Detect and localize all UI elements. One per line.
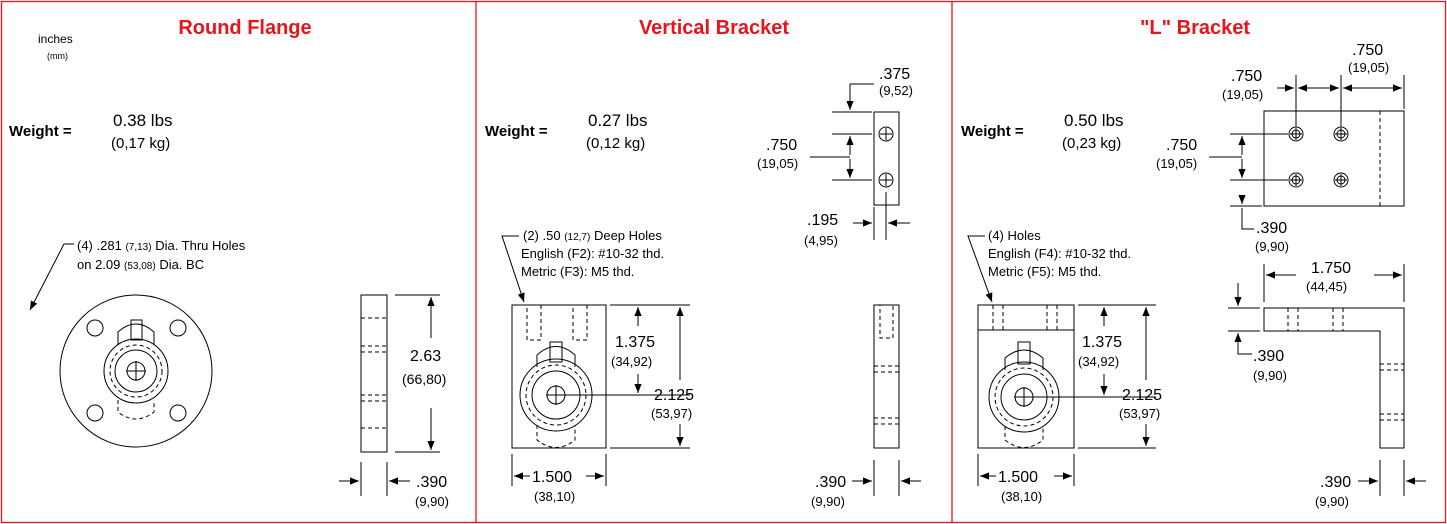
panel-vertical-bracket: Vertical Bracket Weight = 0.27 lbs (0,12… <box>485 17 921 509</box>
l-bracket-front-view <box>977 304 1075 449</box>
dim-length-mm: (44,45) <box>1306 279 1347 294</box>
weight-kg: (0,23 kg) <box>1062 135 1121 152</box>
dim-leg-thickness: .390 <box>1253 348 1284 365</box>
hole-note-line2: on 2.09 (53,08) Dia. BC <box>77 257 204 272</box>
dim-thickness: .390 <box>1320 474 1351 491</box>
hole-note-line1: (4) .281 (7,13) Dia. Thru Holes <box>77 238 246 253</box>
weight-label: Weight = <box>485 123 548 140</box>
dim-thickness-mm: (9,90) <box>415 494 449 509</box>
hole-note-line1: (4) Holes <box>988 228 1041 243</box>
panel-title: "L" Bracket <box>1140 17 1250 39</box>
dim-leg-thickness-mm: (9,90) <box>1253 368 1287 383</box>
leader-line <box>967 235 993 303</box>
dim-hole-spacing-b-mm: (19,05) <box>1348 60 1389 75</box>
hole-note-line1: (2) .50 (12,7) Deep Holes <box>523 228 662 243</box>
dim-hole-spacing-mm: (19,05) <box>757 156 798 171</box>
dim-hole-spacing: .750 <box>766 137 797 154</box>
dim-height-mm: (53,97) <box>651 406 692 421</box>
dim-side-offset-mm: (4,95) <box>804 233 838 248</box>
l-bracket-side-view <box>1263 307 1405 449</box>
weight-lbs: 0.27 lbs <box>588 111 648 130</box>
dim-width-mm: (38,10) <box>1001 489 1042 504</box>
dim-height: 2.63 <box>410 348 441 365</box>
dim-height-mm: (53,97) <box>1119 406 1160 421</box>
weight-lbs: 0.50 lbs <box>1064 111 1124 130</box>
hole-note-line3: Metric (F3): M5 thd. <box>521 264 634 279</box>
dim-edge-offset: .390 <box>1256 220 1287 237</box>
leader-line <box>501 235 525 303</box>
weight-label: Weight = <box>961 123 1024 140</box>
weight-kg: (0,17 kg) <box>111 135 170 152</box>
dim-top-offset-mm: (9,52) <box>879 83 913 98</box>
weight-label: Weight = <box>9 123 72 140</box>
bracket-front-view <box>511 304 607 449</box>
leader-line <box>29 243 74 311</box>
dim-width: 1.500 <box>998 469 1038 486</box>
dim-thickness-mm: (9,90) <box>811 494 845 509</box>
hole-note-line2: English (F4): #10-32 thd. <box>988 246 1131 261</box>
dim-bore-height: 1.375 <box>1082 334 1122 351</box>
flange-side-view: 2.63 (66,80) .390 (9,90) <box>339 294 449 509</box>
dim-hole-spacing-a: .750 <box>1231 68 1262 85</box>
flange-front-view <box>59 294 213 448</box>
dim-height-mm: (66,80) <box>402 371 446 387</box>
dim-width-mm: (38,10) <box>534 489 575 504</box>
dim-hole-spacing-a-mm: (19,05) <box>1222 87 1263 102</box>
dim-hole-spacing-b: .750 <box>1352 42 1383 59</box>
dim-thickness: .390 <box>416 474 447 491</box>
hole-note-line2: English (F2): #10-32 thd. <box>521 246 664 261</box>
dim-height: 2.125 <box>654 387 694 404</box>
dim-top-offset: .375 <box>879 66 910 83</box>
dim-hole-spacing-c-mm: (19,05) <box>1156 156 1197 171</box>
dim-bore-height-mm: (34,92) <box>611 354 652 369</box>
dim-hole-spacing-c: .750 <box>1166 137 1197 154</box>
panel-round-flange: Round Flange Weight = 0.38 lbs (0,17 kg)… <box>9 17 449 509</box>
units-primary: inches <box>38 32 73 46</box>
bracket-top-view: .375 (9,52) .750 (19,05) .195 (4,95) <box>757 66 913 248</box>
dim-bore-height: 1.375 <box>615 334 655 351</box>
panel-l-bracket: "L" Bracket Weight = 0.50 lbs (0,23 kg) <box>961 17 1426 509</box>
l-bracket-top-view: .750 (19,05) .750 (19,05) .750 (19,05) .… <box>1156 42 1405 254</box>
dim-side-offset: .195 <box>807 212 838 229</box>
dim-height: 2.125 <box>1122 387 1162 404</box>
panel-title: Vertical Bracket <box>639 17 789 39</box>
dim-length: 1.750 <box>1311 260 1351 277</box>
bracket-side-view <box>873 304 900 449</box>
dim-width: 1.500 <box>532 469 572 486</box>
hole-note-line3: Metric (F5): M5 thd. <box>988 264 1101 279</box>
dim-thickness-mm: (9,90) <box>1315 494 1349 509</box>
panel-title: Round Flange <box>178 17 311 39</box>
dim-bore-height-mm: (34,92) <box>1078 354 1119 369</box>
weight-lbs: 0.38 lbs <box>113 111 173 130</box>
units-secondary: (mm) <box>47 51 68 61</box>
dim-thickness: .390 <box>815 474 846 491</box>
dim-edge-offset-mm: (9,90) <box>1255 239 1289 254</box>
weight-kg: (0,12 kg) <box>586 135 645 152</box>
